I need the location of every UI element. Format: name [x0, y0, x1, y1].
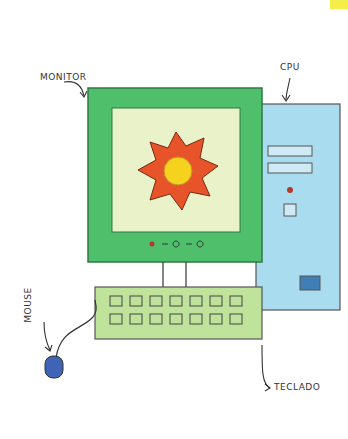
keyboard-key [130, 314, 142, 324]
keyboard-key [170, 296, 182, 306]
keyboard-key [190, 314, 202, 324]
keyboard-key [110, 314, 122, 324]
part-label: MONITOR [40, 72, 87, 82]
keyboard-key [210, 314, 222, 324]
keyboard-key [150, 296, 162, 306]
keyboard-key [230, 314, 242, 324]
part-label: CPU [280, 62, 300, 72]
mouse [45, 300, 96, 378]
keyboard-key [110, 296, 122, 306]
keyboard-key [170, 314, 182, 324]
keyboard-key [210, 296, 222, 306]
keyboard [95, 287, 262, 339]
keyboard-key [190, 296, 202, 306]
part-label: MOUSE [23, 287, 33, 322]
keyboard-key [130, 296, 142, 306]
keyboard-key [150, 314, 162, 324]
monitor [88, 88, 262, 287]
keyboard-key [230, 296, 242, 306]
leader-arrows [44, 78, 290, 391]
highlight-mark [330, 0, 348, 9]
part-label: TECLADO [274, 382, 320, 392]
cpu-tower [256, 104, 340, 310]
